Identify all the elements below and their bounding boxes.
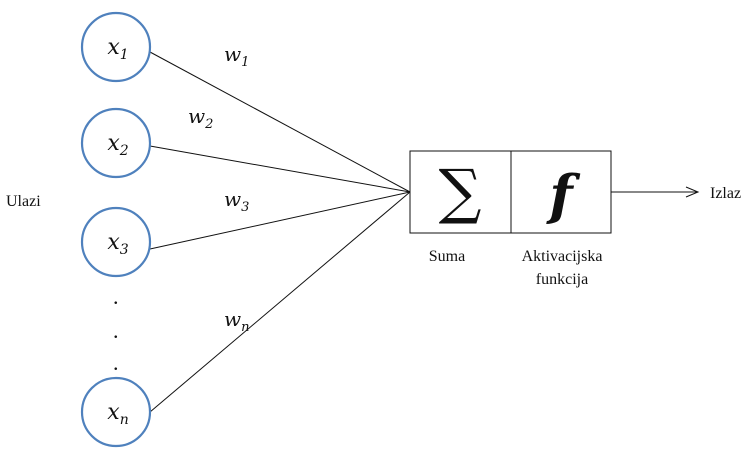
output-label: Izlaz [710, 185, 741, 202]
input-node-3: x3 [80, 206, 152, 278]
activation-caption-line1: Aktivacijska [522, 248, 603, 265]
inputs-label: Ulazi [6, 193, 41, 210]
weight-label-n: wn [224, 307, 250, 335]
svg-text:x3: x3 [107, 230, 128, 258]
weight-label-3: w3 [224, 187, 249, 215]
activation-box: f [510, 150, 612, 234]
output-arrow [611, 186, 700, 198]
connection-line-n [149, 191, 411, 413]
connection-line-1 [149, 51, 411, 193]
connection-line-2 [149, 145, 411, 193]
weight-label-1: w1 [224, 42, 249, 70]
input-node-1: x1 [80, 11, 152, 83]
input-node-n: xn [80, 376, 152, 448]
summation-box: ∑ [409, 150, 512, 234]
svg-text:x1: x1 [107, 35, 128, 63]
svg-text:x2: x2 [107, 131, 128, 159]
activation-caption-line2: funkcija [536, 271, 588, 288]
ellipsis-dots: . . . [113, 284, 119, 375]
connection-line-3 [149, 191, 411, 250]
svg-text:.: . [113, 284, 119, 309]
sum-icon: ∑ [439, 157, 482, 227]
svg-text:xn: xn [107, 400, 128, 428]
svg-text:.: . [113, 318, 119, 343]
weight-label-2: w2 [188, 104, 213, 132]
svg-text:.: . [113, 350, 119, 375]
sum-caption: Suma [429, 248, 465, 265]
input-node-2: x2 [80, 107, 152, 179]
